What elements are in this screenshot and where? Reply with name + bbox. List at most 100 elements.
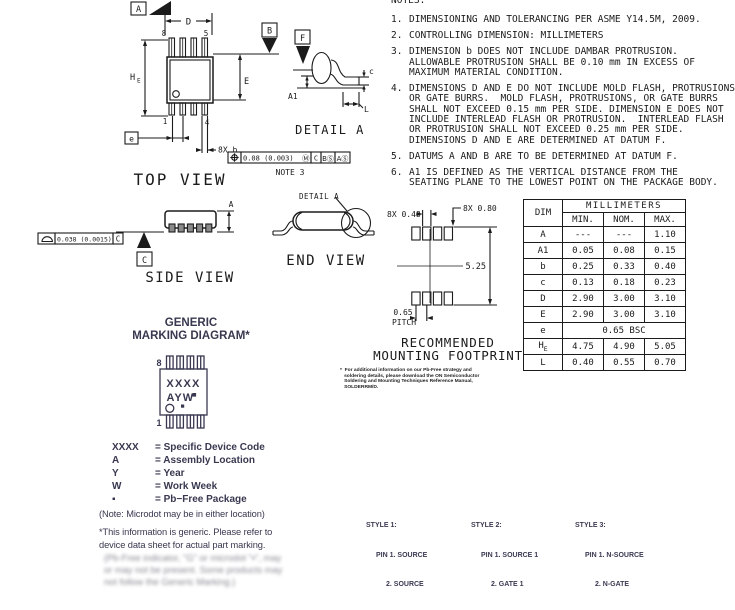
top-view-title: TOP VIEW <box>133 170 226 189</box>
legend-row: ▪= Pb−Free Package <box>112 493 265 506</box>
pin1-circle-icon <box>165 403 175 413</box>
col-header-dim: DIM <box>523 199 563 227</box>
detail-callout-circle <box>340 207 372 239</box>
note-text: DATUMS A AND B ARE TO BE DETERMINED AT D… <box>409 150 678 162</box>
note-number: 4. <box>391 83 403 95</box>
top-leads <box>168 37 209 58</box>
pin-5-label: 5 <box>204 29 209 38</box>
table-row: HE 4.75 4.90 5.05 <box>523 338 686 355</box>
fcf-modifier: Ⓜ <box>302 154 310 163</box>
table-cell: 1.10 <box>644 226 686 243</box>
table-cell: 0.40 <box>644 258 686 275</box>
datum-a-flag: A <box>130 1 171 16</box>
table-cell: 0.05 <box>562 242 604 259</box>
mounting-footprint-drawing: 8X 0.48 8X 0.80 5.25 0.65 PITCH RECOMMEN… <box>373 204 522 363</box>
note3-reference: NOTE 3 <box>276 168 305 177</box>
style-1-column: STYLE 1: PIN 1. SOURCE 2. SOURCE 3. SOUR… <box>366 502 427 610</box>
table-cell: 0.13 <box>562 274 604 291</box>
center-crosshair <box>397 229 463 303</box>
legend-value: = Work Week <box>155 481 218 492</box>
legend-row: A= Assembly Location <box>112 454 265 467</box>
pitch-value-label: 0.65 <box>393 308 412 317</box>
note-text: DIMENSION b DOES NOT INCLUDE DAMBAR PROT… <box>409 46 695 79</box>
span-label: 5.25 <box>466 262 486 272</box>
pitch-ref-label: e <box>129 135 134 144</box>
table-cell: 2.90 <box>562 306 604 323</box>
style-pin: 2. GATE 1 <box>491 580 524 588</box>
table-cell: c <box>523 274 563 291</box>
blurred-marking-note: (Pb-Free indicator, "G" or microdot "▪",… <box>104 553 283 587</box>
fcf-ref2: BⓈ <box>322 155 334 163</box>
table-cell: 5.05 <box>644 338 686 355</box>
note-item: 4. DIMENSIONS D AND E DO NOT INCLUDE MOLD… <box>385 83 735 146</box>
dimension-pitch: 0.65 PITCH <box>392 305 433 327</box>
dim-a-label: A <box>229 200 234 209</box>
style-title: STYLE 1: <box>366 522 397 530</box>
style-3-column: STYLE 3: PIN 1. N-SOURCE 2. N-GATE 3. P-… <box>575 502 644 610</box>
table-cell: 0.55 <box>603 354 645 371</box>
marking-pin8-label: 8 <box>156 358 161 368</box>
table-row: e 0.65 BSC <box>523 322 686 339</box>
marking-pins-top <box>165 355 205 370</box>
table-cell: --- <box>562 226 604 243</box>
table-cell: 0.65 BSC <box>562 322 686 339</box>
table-cell: 3.10 <box>644 306 686 323</box>
notes-list: 1.DIMENSIONING AND TOLERANCING PER ASME … <box>385 14 735 189</box>
note-number: 5. <box>391 150 403 162</box>
table-cell: 3.10 <box>644 290 686 307</box>
table-cell: b <box>523 258 563 275</box>
table-cell: HE <box>523 338 563 355</box>
dim-d-label: D <box>186 18 191 28</box>
note-number: 1. <box>391 14 403 26</box>
dim-a1-label: A1 <box>288 92 298 101</box>
dim-c-label: c <box>369 67 374 76</box>
flatness-tolerance-frame: 0.038 (0.0015) C <box>37 232 124 245</box>
col-header-min: MIN. <box>562 212 604 227</box>
note-text: CONTROLLING DIMENSION: MILLIMETERS <box>409 30 604 42</box>
col-header-group: MILLIMETERS <box>562 199 686 213</box>
package-side-body <box>164 210 217 233</box>
dimension-e: E <box>213 53 279 101</box>
table-cell: 0.70 <box>644 354 686 371</box>
legend-key: W <box>112 481 122 492</box>
dimension-pad-height: 8X 0.80 <box>451 204 497 226</box>
style-title: STYLE 3: <box>575 522 606 530</box>
notes-section: NOTES: 1.DIMENSIONING AND TOLERANCING PE… <box>385 0 735 194</box>
dimension-table: DIM MILLIMETERS MIN. NOM. MAX. A --- ---… <box>523 199 686 371</box>
pin1-indicator <box>172 90 180 98</box>
table-cell: 3.00 <box>603 306 645 323</box>
legend-value: = Assembly Location <box>155 455 255 466</box>
end-view-title: END VIEW <box>286 253 365 269</box>
dim-he-sub-label: E <box>137 78 141 85</box>
true-position-icon <box>230 153 239 162</box>
marking-package-drawing: 8 XXXX AYW 1 <box>156 355 208 429</box>
note-text: DIMENSIONS D AND E DO NOT INCLUDE MOLD F… <box>409 83 735 146</box>
datum-a-label: A <box>136 5 141 15</box>
datum-c-flag: C <box>136 251 153 267</box>
table-cell: 0.15 <box>644 242 686 259</box>
dimension-he: H E <box>130 39 168 117</box>
solder-pads-bottom <box>411 291 454 306</box>
table-row: c 0.13 0.18 0.23 <box>523 274 686 291</box>
solder-pads-top <box>411 226 454 241</box>
style-pin: PIN 1. SOURCE 1 <box>481 551 539 559</box>
pin-1-label: 1 <box>163 117 168 126</box>
table-cell: E <box>523 306 563 323</box>
table-row: b 0.25 0.33 0.40 <box>523 258 686 275</box>
legend-row: W = Work Week <box>112 480 265 493</box>
note-text: A1 IS DEFINED AS THE VERTICAL DISTANCE F… <box>409 166 718 189</box>
marking-diagram-title: GENERIC MARKING DIAGRAM* <box>105 317 277 343</box>
top-view-drawing: A D 8 5 <box>124 1 351 189</box>
pad-width-label: 8X 0.48 <box>387 210 421 219</box>
marking-legend: XXXX= Specific Device Code A= Assembly L… <box>112 441 265 506</box>
bottom-leads <box>168 102 209 116</box>
dimension-l: L <box>342 92 369 114</box>
pad-height-label: 8X 0.80 <box>463 204 497 213</box>
datum-f-flag: F <box>294 29 311 64</box>
package-body <box>166 56 214 104</box>
dim-l-label: L <box>364 105 369 114</box>
dim-symbol-sub: E <box>543 344 548 353</box>
table-cell: A <box>523 226 563 243</box>
dimension-a1: A1 <box>288 75 313 101</box>
